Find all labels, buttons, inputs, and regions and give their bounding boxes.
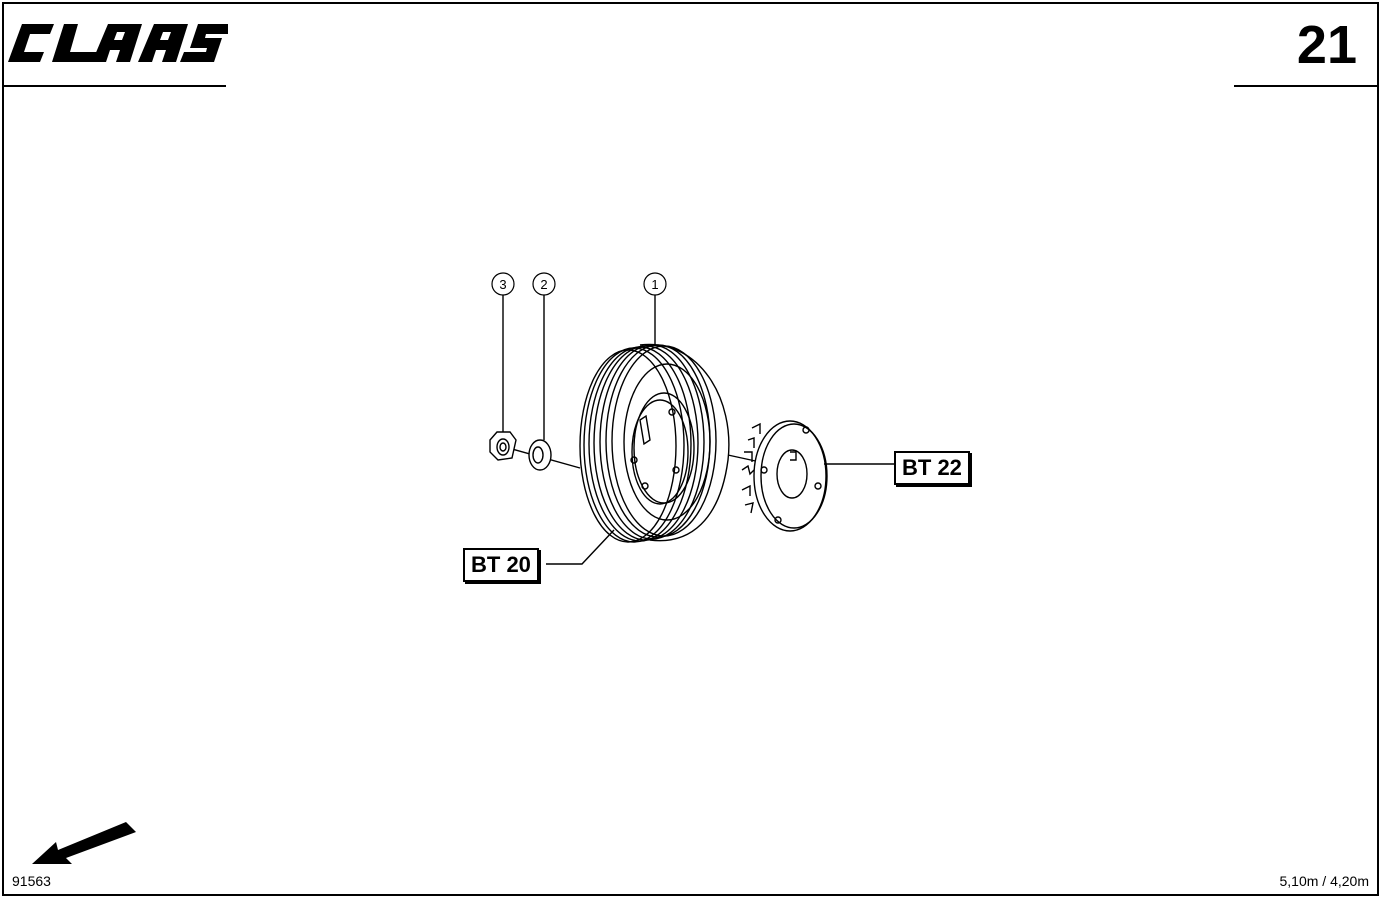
drawing-number: 91563: [12, 873, 51, 889]
model-range: 5,10m / 4,20m: [1279, 873, 1370, 889]
header-rule-left: [4, 85, 226, 87]
reference-bt22[interactable]: BT 22: [894, 451, 970, 485]
callout-2-label: 2: [540, 277, 547, 292]
callout-1: 1: [643, 272, 667, 296]
callout-2: 2: [532, 272, 556, 296]
reference-bt20[interactable]: BT 20: [463, 548, 539, 582]
nut-part: [489, 431, 517, 461]
page-number: 21: [1296, 15, 1357, 75]
header-rule-right: [1234, 85, 1379, 87]
callout-1-label: 1: [651, 277, 658, 292]
washer-part: [528, 439, 552, 471]
callout-3: 3: [491, 272, 515, 296]
callout-3-label: 3: [499, 277, 506, 292]
sprocket-part: [741, 420, 828, 532]
arrow-down-left-icon: [32, 822, 136, 864]
pulley-part: [579, 343, 730, 543]
claas-logo: [8, 24, 228, 62]
